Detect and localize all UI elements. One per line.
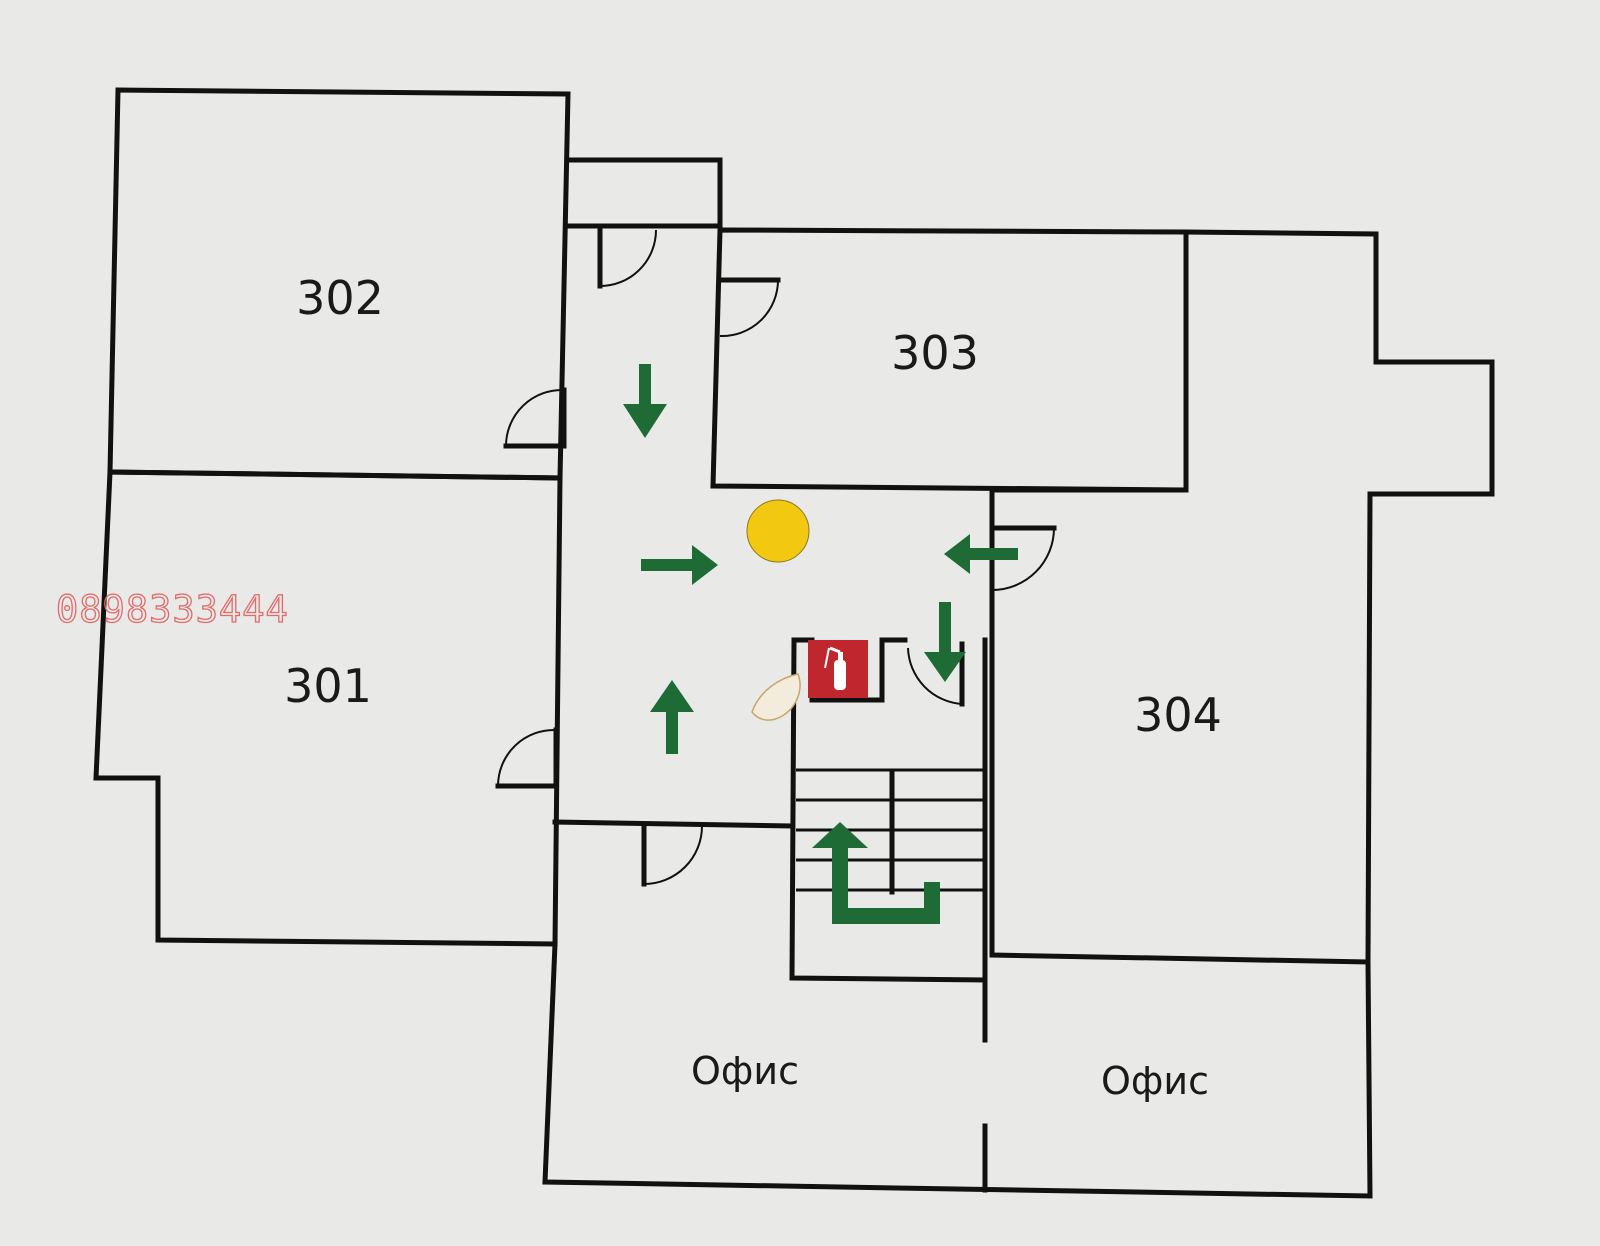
fire-extinguisher-icon	[808, 640, 868, 698]
office-left-label: Офис	[691, 1049, 799, 1093]
door-room-304	[989, 525, 1057, 591]
stain-mark	[751, 673, 801, 721]
watermark-phone: 0898333444	[56, 588, 289, 631]
evacuation-arrow-icon	[650, 680, 694, 754]
corridor-top-alcove-wall	[565, 157, 723, 233]
evacuation-arrow-icon	[641, 545, 718, 585]
room-303-label: 303	[891, 326, 979, 380]
door-corridor-top	[597, 227, 657, 289]
room-304-wall	[989, 229, 1495, 965]
evacuation-arrow-icon	[623, 364, 667, 438]
stair-left-wall	[789, 637, 988, 983]
evacuation-arrow-icon	[924, 602, 966, 682]
office-right-label: Офис	[1101, 1059, 1209, 1103]
door-room-302	[503, 387, 567, 449]
door-room-303	[717, 277, 781, 338]
you-are-here-icon	[746, 499, 810, 563]
room-304-label: 304	[1134, 688, 1222, 742]
door-office-left	[641, 823, 703, 887]
room-301-wall	[93, 469, 563, 947]
room-301-label: 301	[284, 659, 372, 713]
staircase	[796, 768, 985, 895]
stair-hall-wall	[552, 819, 793, 829]
evacuation-arrow-icon	[812, 822, 940, 924]
office-outer-wall	[542, 941, 1373, 1199]
evacuation-arrow-icon	[944, 534, 1018, 574]
room-302-label: 302	[296, 271, 384, 325]
door-room-301	[495, 727, 559, 789]
